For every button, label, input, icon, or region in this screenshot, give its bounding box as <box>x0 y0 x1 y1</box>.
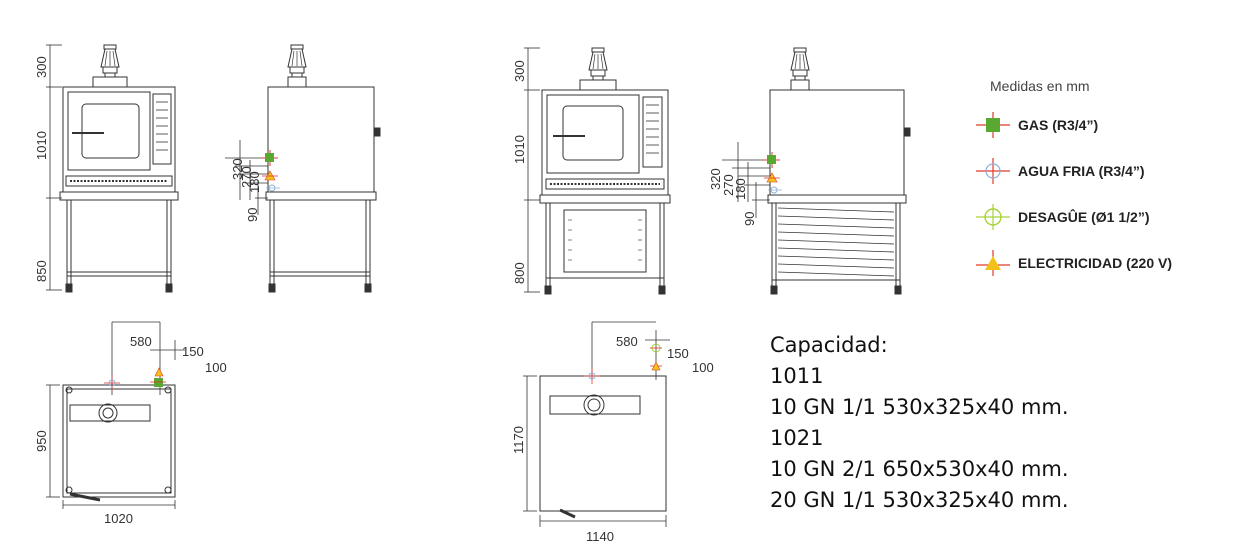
legend-label-electricity: ELECTRICIDAD (220 V) <box>1018 255 1173 271</box>
dim-1021-conn-270: 270 <box>721 174 736 196</box>
dim-1011-chimney: 300 <box>34 56 49 78</box>
model-1011-side-connections <box>225 140 280 215</box>
capacity-block: Capacidad: 1011 10 GN 1/1 530x325x40 mm.… <box>770 330 1069 516</box>
capacity-line: 10 GN 2/1 650x530x40 mm. <box>770 457 1069 481</box>
model-1011-top-connections <box>104 367 166 391</box>
dim-1011-stand-height: 850 <box>34 260 49 282</box>
model-1011-top-view <box>46 321 185 509</box>
capacity-line: 20 GN 1/1 530x325x40 mm. <box>770 488 1069 512</box>
dim-1021-stand-height: 800 <box>512 262 527 284</box>
dim-1021-top-580: 580 <box>616 334 638 349</box>
model-1021-front-dimensions <box>524 47 540 293</box>
dim-1021-conn-320: 320 <box>708 168 723 190</box>
drain-symbol-icon <box>976 204 1010 230</box>
dim-1011-top-100: 100 <box>205 360 227 375</box>
connections-legend: Medidas en mm GAS (R3/4”) AGUA FRIA (R3/… <box>970 78 1235 286</box>
model-1021-top-connections <box>584 343 662 384</box>
legend-title: Medidas en mm <box>990 78 1090 94</box>
capacity-heading: Capacidad: <box>770 333 888 357</box>
legend-item-gas: GAS (R3/4”) <box>970 102 1235 148</box>
legend-item-electricity: ELECTRICIDAD (220 V) <box>970 240 1235 286</box>
legend-label-cold-water: AGUA FRIA (R3/4”) <box>1018 163 1145 179</box>
gas-symbol-icon <box>976 112 1010 138</box>
model-1011-front-dimensions <box>46 44 62 291</box>
capacity-line: 1021 <box>770 426 824 450</box>
model-1011-front-view <box>59 44 179 293</box>
dim-1011-top-150: 150 <box>182 344 204 359</box>
capacity-line: 10 GN 1/1 530x325x40 mm. <box>770 395 1069 419</box>
model-1021-side-view <box>767 47 911 295</box>
model-1021-side-connections <box>722 142 782 218</box>
cold-water-symbol-icon <box>976 158 1010 184</box>
dim-1021-top-100: 100 <box>692 360 714 375</box>
dim-1011-depth: 950 <box>34 430 49 452</box>
dim-1011-width: 1020 <box>104 511 133 526</box>
dim-1011-conn-320: 320 <box>230 158 245 180</box>
dim-1021-width: 1140 <box>586 529 614 544</box>
legend-item-drain: DESAGÛE (Ø1 1/2”) <box>970 194 1235 240</box>
dim-1021-conn-90: 90 <box>742 212 757 226</box>
dim-1011-conn-90: 90 <box>245 208 260 222</box>
model-1011-side-view <box>265 44 381 293</box>
dim-1021-oven-height: 1010 <box>512 135 527 164</box>
legend-label-gas: GAS (R3/4”) <box>1018 117 1099 133</box>
dim-1011-oven-height: 1010 <box>34 131 49 160</box>
dim-1011-top-580: 580 <box>130 334 152 349</box>
dim-1011-conn-270: 270 <box>239 166 254 188</box>
legend-item-cold-water: AGUA FRIA (R3/4”) <box>970 148 1235 194</box>
legend-label-drain: DESAGÛE (Ø1 1/2”) <box>1018 209 1150 225</box>
model-1021-top-view <box>523 321 670 527</box>
dim-1021-top-150: 150 <box>667 346 689 361</box>
dim-1021-conn-180: 180 <box>733 178 748 200</box>
capacity-line: 1011 <box>770 364 824 388</box>
model-1021-front-view <box>539 47 671 295</box>
dim-1011-conn-180: 180 <box>247 171 262 193</box>
electricity-symbol-icon <box>976 250 1010 276</box>
dim-1021-chimney: 300 <box>512 60 527 82</box>
dim-1021-depth: 1170 <box>511 426 526 454</box>
